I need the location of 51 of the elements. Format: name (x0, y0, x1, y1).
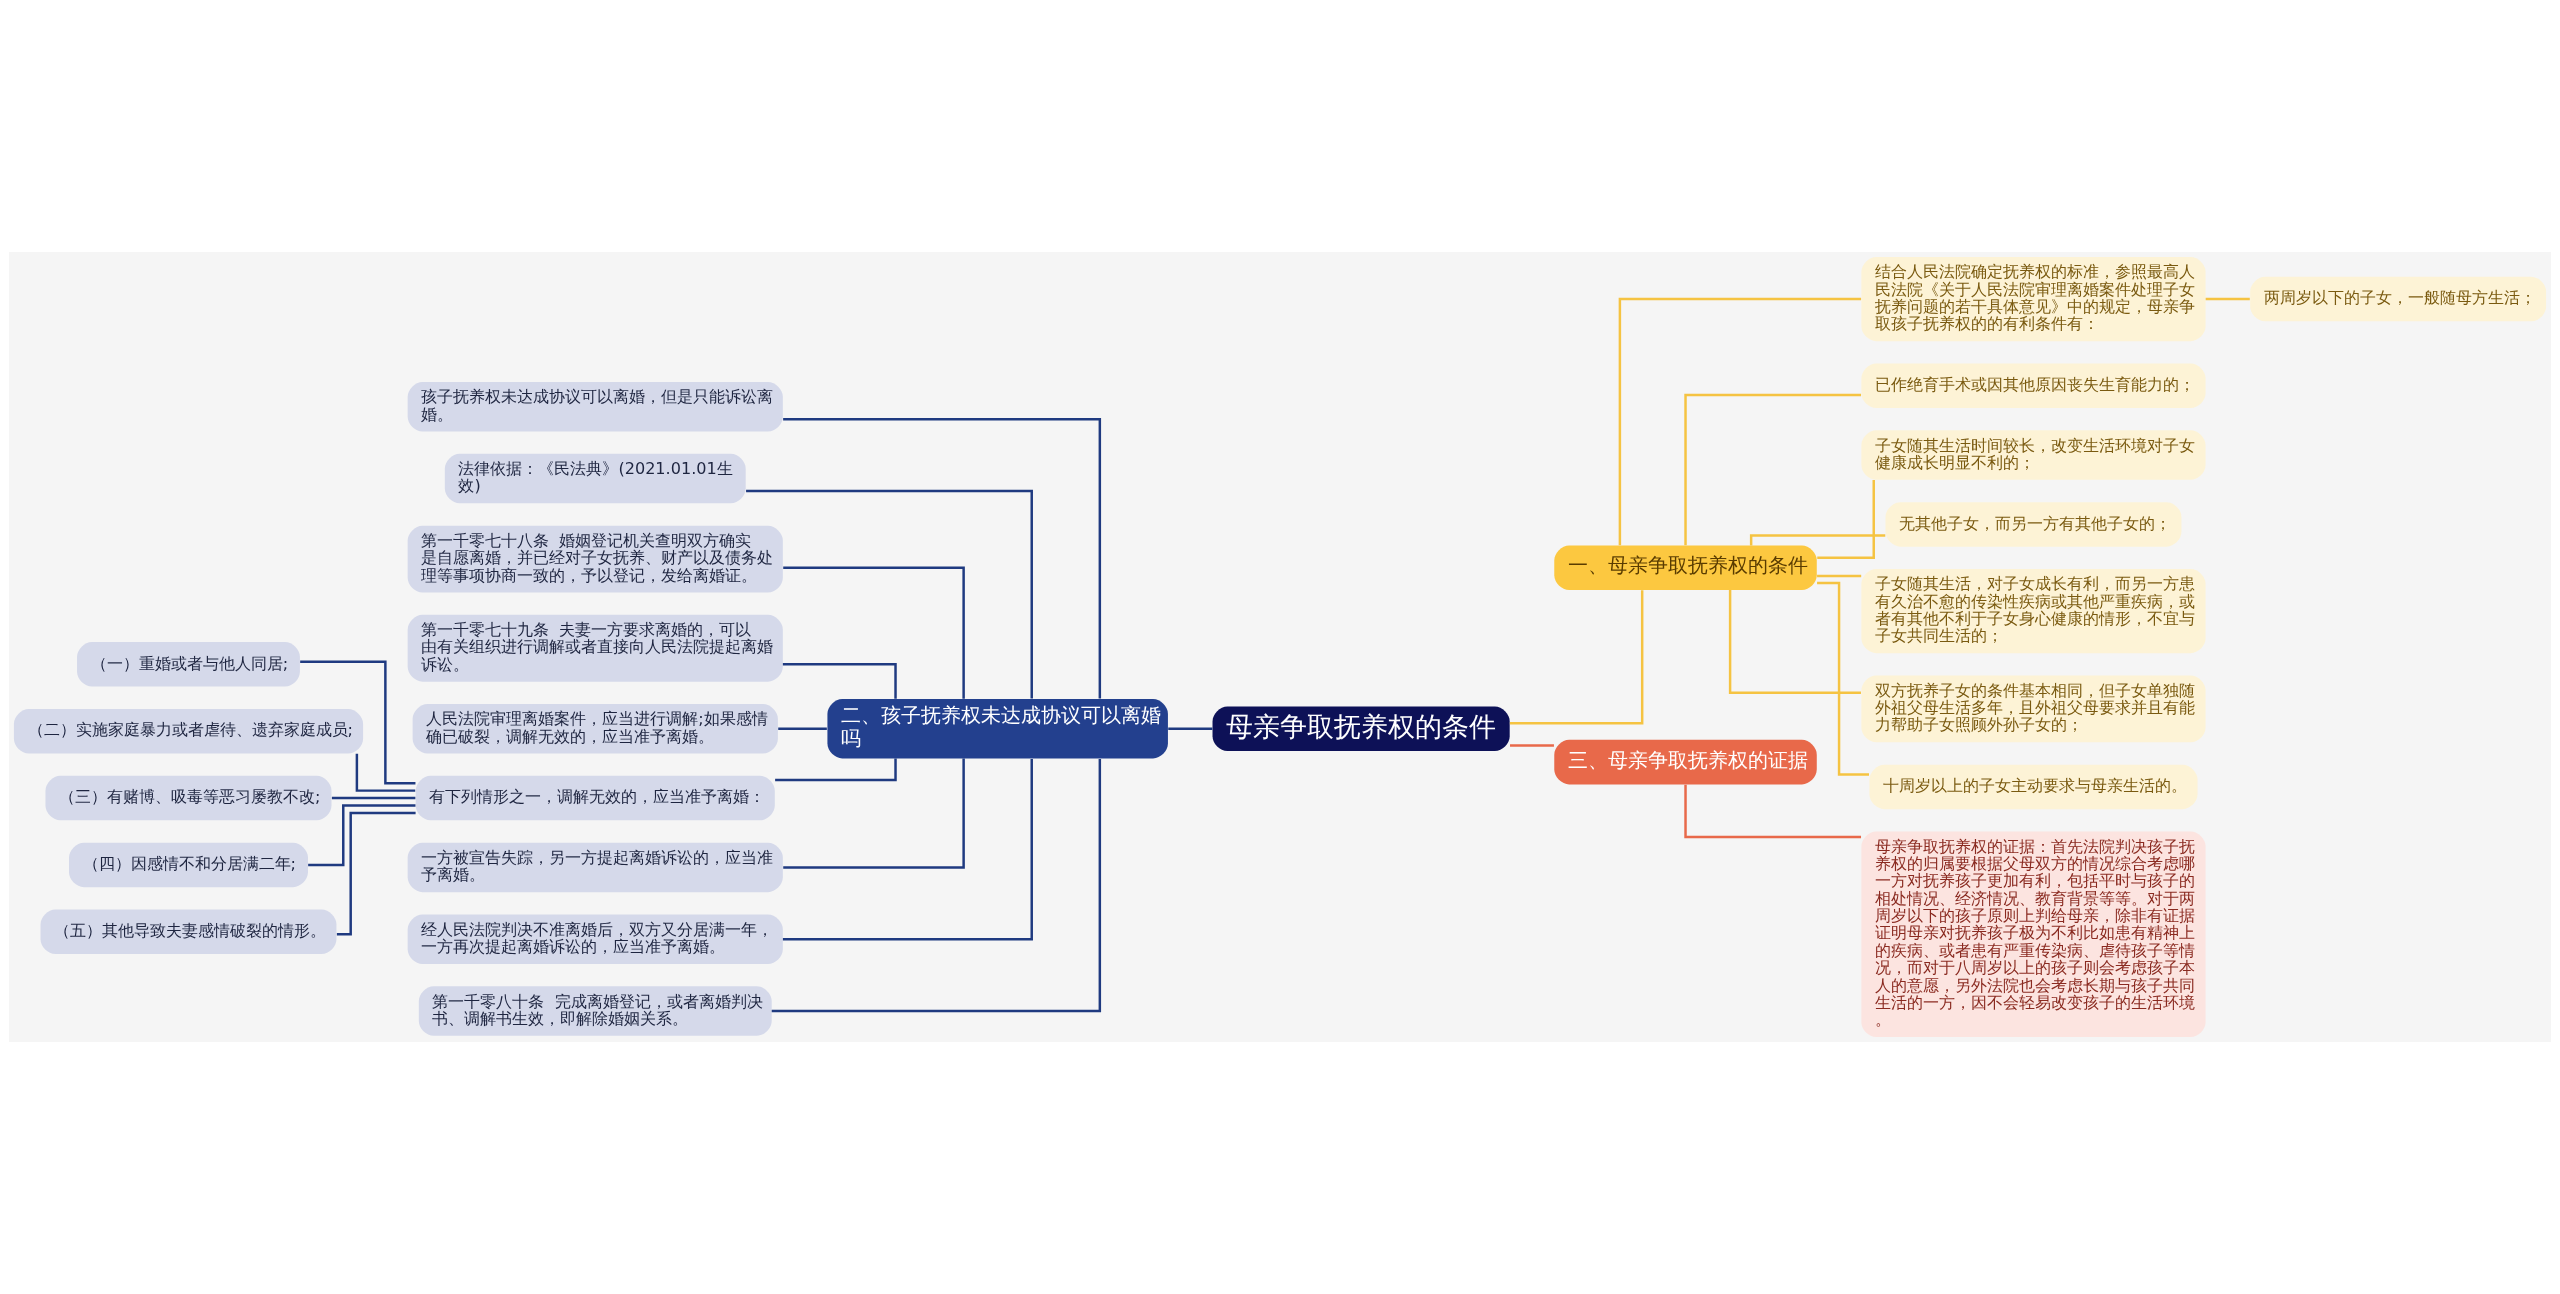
connector (336, 811, 416, 936)
node-box: 一方被宣告失踪，另一方提起离婚诉讼的，应当准予离婚。 (407, 842, 783, 893)
connector (1728, 590, 1861, 695)
node-box: 已作绝育手术或因其他原因丧失生育能力的； (1861, 363, 2206, 408)
node-box: 双方抚养子女的条件基本相同，但子女单独随外祖父母生活多年，且外祖父母要求并且有能力帮助子女照顾外孙子女的； (1861, 675, 2206, 743)
connector (778, 727, 827, 730)
node-box: （二）实施家庭暴力或者虐待、遗弃家庭成员; (13, 708, 364, 754)
connector (771, 758, 1102, 1013)
node-box: 结合人民法院确定抚养权的标准，参照最高人民法院《关于人民法院审理离婚案件处理子女抚养问题的若干具体意见》中的规定，母亲争取孩子抚养权的的有利条件有： (1861, 256, 2206, 342)
connector (300, 660, 416, 785)
node-box: 无其他子女，而另一方有其他子女的； (1885, 502, 2182, 547)
connector (783, 566, 965, 699)
connector (1684, 784, 1861, 839)
node-box: 母亲争取抚养权的条件 (1212, 706, 1510, 751)
node-box: （一）重婚或者与他人同居; (77, 642, 300, 687)
connector (331, 796, 416, 800)
connector (1684, 393, 1861, 546)
connector (1510, 744, 1554, 747)
connector (2205, 297, 2250, 301)
node-box: 二、孩子抚养权未达成协议可以离婚吗 (827, 699, 1168, 759)
node-box: 两周岁以下的子女，一般随母方生活； (2250, 276, 2547, 322)
connector (308, 804, 416, 867)
node-box: 子女随其生活时间较长，改变生活环境对子女健康成长明显不利的； (1861, 430, 2206, 480)
node-box: 三、母亲争取抚养权的证据 (1554, 739, 1817, 785)
connector (783, 758, 965, 869)
node-box: 有下列情形之一，调解无效的，应当准予离婚： (415, 775, 775, 821)
node-box: 法律依据：《民法典》(2021.01.01生效) (444, 453, 746, 504)
connector (1749, 534, 1886, 546)
node-box: 十周岁以上的子女主动要求与母亲生活的。 (1869, 764, 2198, 810)
node-box: 一、母亲争取抚养权的条件 (1554, 545, 1817, 591)
node-box: 人民法院审理离婚案件，应当进行调解;如果感情确已破裂，调解无效的，应当准予离婚。 (412, 703, 778, 754)
connector (1817, 574, 1862, 578)
node-box: （四）因感情不和分居满二年; (69, 842, 308, 888)
connector (1618, 297, 1862, 546)
connector (1817, 479, 1875, 560)
node-box: （三）有赌博、吸毒等恶习屡教不改; (45, 775, 332, 821)
node-box: 子女随其生活，对子女成长有利，而另一方患有久治不愈的传染性疾病或其他严重疾病，或者有其他不利于子女身心健康的情形，不宜与子女共同生活的； (1861, 569, 2206, 654)
connector (355, 753, 416, 792)
node-box: 孩子抚养权未达成协议可以离婚，但是只能诉讼离婚。 (407, 382, 783, 432)
connector (1168, 727, 1213, 730)
node-box: 第一千零七十九条 夫妻一方要求离婚的，可以由有关组织进行调解或者直接向人民法院提起离婚诉讼。 (407, 614, 783, 682)
connector (783, 417, 1102, 699)
connector (782, 758, 1033, 941)
node-box: 第一千零八十条 完成离婚登记，或者离婚判决书、调解书生效，即解除婚姻关系。 (418, 986, 772, 1036)
connector (746, 489, 1033, 699)
connector (775, 758, 897, 782)
node-box: 第一千零七十八条 婚姻登记机关查明双方确实是自愿离婚，并已经对子女抚养、财产以及债务处理等事项协商一致的，予以登记，发给离婚证。 (407, 525, 783, 593)
node-box: 经人民法院判决不准离婚后，双方又分居满一年，一方再次提起离婚诉讼的，应当准予离婚。 (407, 914, 783, 964)
connector (1509, 590, 1644, 725)
node-box: （五）其他导致夫妻感情破裂的情形。 (40, 909, 337, 955)
node-box: 母亲争取抚养权的证据：首先法院判决孩子抚养权的归属要根据父母双方的情况综合考虑哪一方对抚养孩子更加有利，包括平时与孩子的相处情况、经济情况、教育背景等等。对于两周岁以下的孩子原则上判给母亲，除非有证据证明母亲对抚养孩子极为不利比如患有精神上的疾病、或者患有严重传染病、虐待孩子等情况，而对于八周岁以上的孩子则会考虑孩子本人的意愿，另外法院也会考虑长期与孩子共同生活的一方，因不会轻易改变孩子的生活环境。 (1861, 831, 2206, 1038)
